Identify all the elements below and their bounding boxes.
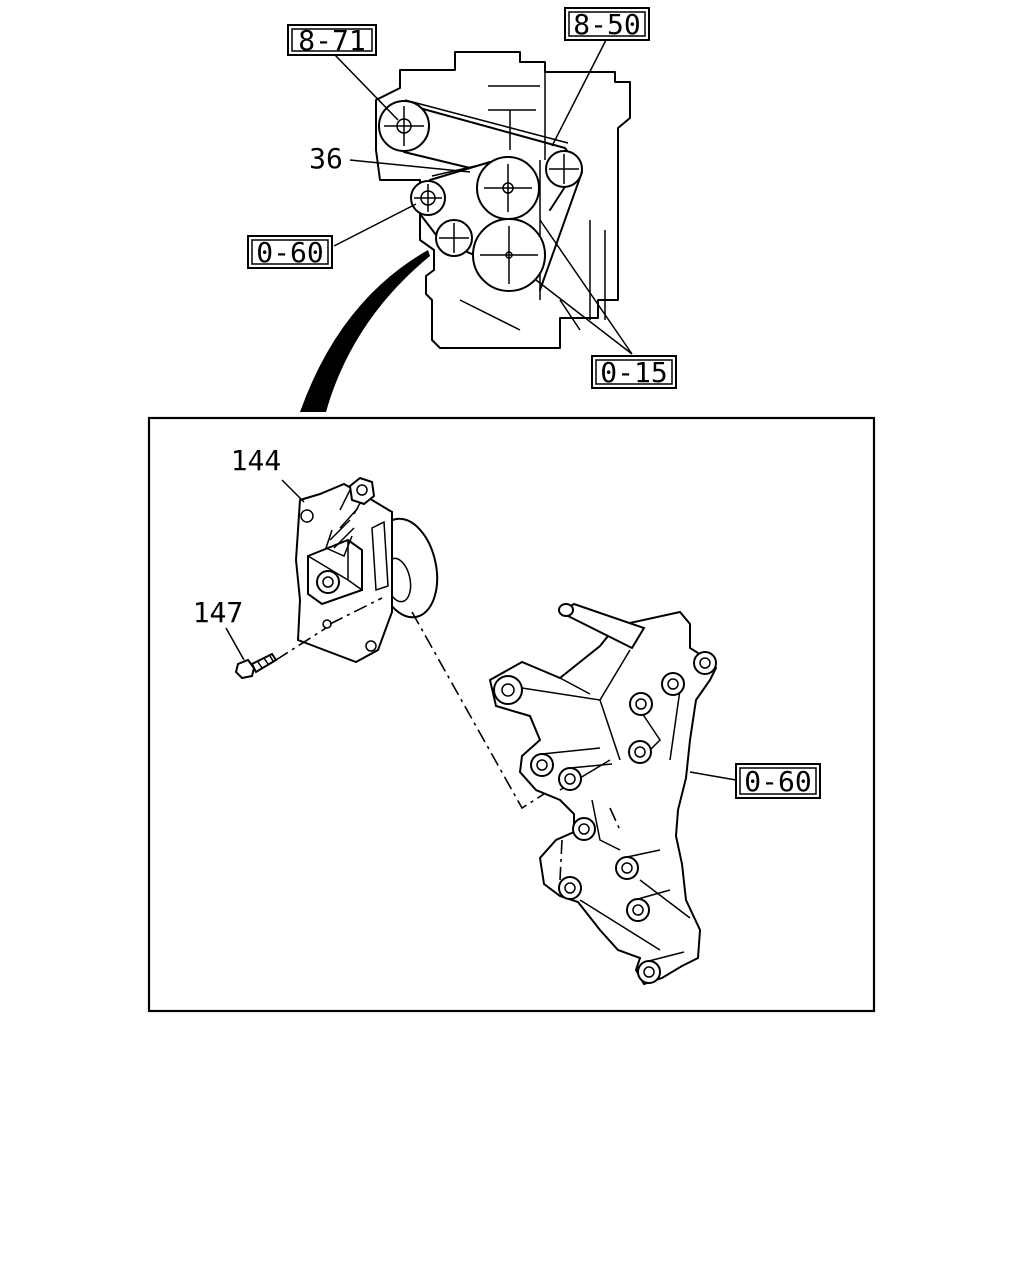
- leader-147: [225, 627, 245, 661]
- leader-0-15: [535, 219, 633, 355]
- engine-mounting-bracket: [488, 602, 718, 986]
- callout-8-50[interactable]: 8-50: [564, 7, 650, 41]
- svg-text:36: 36: [309, 142, 343, 175]
- svg-text:0-60: 0-60: [256, 236, 323, 269]
- leader-36: [349, 159, 471, 173]
- callout-8-71[interactable]: 8-71: [287, 24, 377, 57]
- callout-36[interactable]: 36: [309, 142, 343, 175]
- leader-0-60-top: [333, 203, 417, 247]
- leader-8-71: [333, 53, 399, 121]
- belt-tensioner-assembly: [294, 476, 439, 664]
- crank-pulley: [472, 218, 546, 292]
- leader-8-50: [551, 39, 607, 147]
- detail-frame: [147, 416, 876, 1013]
- bolt-center-line: [275, 627, 327, 661]
- svg-text:0-60: 0-60: [744, 765, 811, 798]
- svg-text:8-71: 8-71: [298, 24, 365, 57]
- svg-text:0-15: 0-15: [600, 356, 667, 389]
- tensioner-pulley: [410, 180, 446, 216]
- zoom-arrow: [300, 250, 430, 412]
- leader-144: [281, 479, 305, 503]
- engine-overview: [333, 39, 633, 355]
- callout-0-15[interactable]: 0-15: [591, 355, 677, 389]
- svg-text:8-50: 8-50: [573, 8, 640, 41]
- pulley-top-right: [545, 150, 583, 188]
- leader-0-60-detail: [689, 771, 737, 781]
- callout-0-60-top[interactable]: 0-60: [247, 235, 333, 269]
- idler-pulley: [435, 219, 473, 257]
- engine-block-outline: [375, 51, 631, 349]
- pulley-center: [476, 156, 540, 220]
- bracket-center-line: [329, 597, 567, 810]
- svg-text:147: 147: [193, 596, 244, 629]
- svg-text:144: 144: [231, 444, 282, 477]
- callout-0-60-detail[interactable]: 0-60: [735, 763, 821, 799]
- callout-144[interactable]: 144: [231, 444, 282, 477]
- callout-147[interactable]: 147: [193, 596, 244, 629]
